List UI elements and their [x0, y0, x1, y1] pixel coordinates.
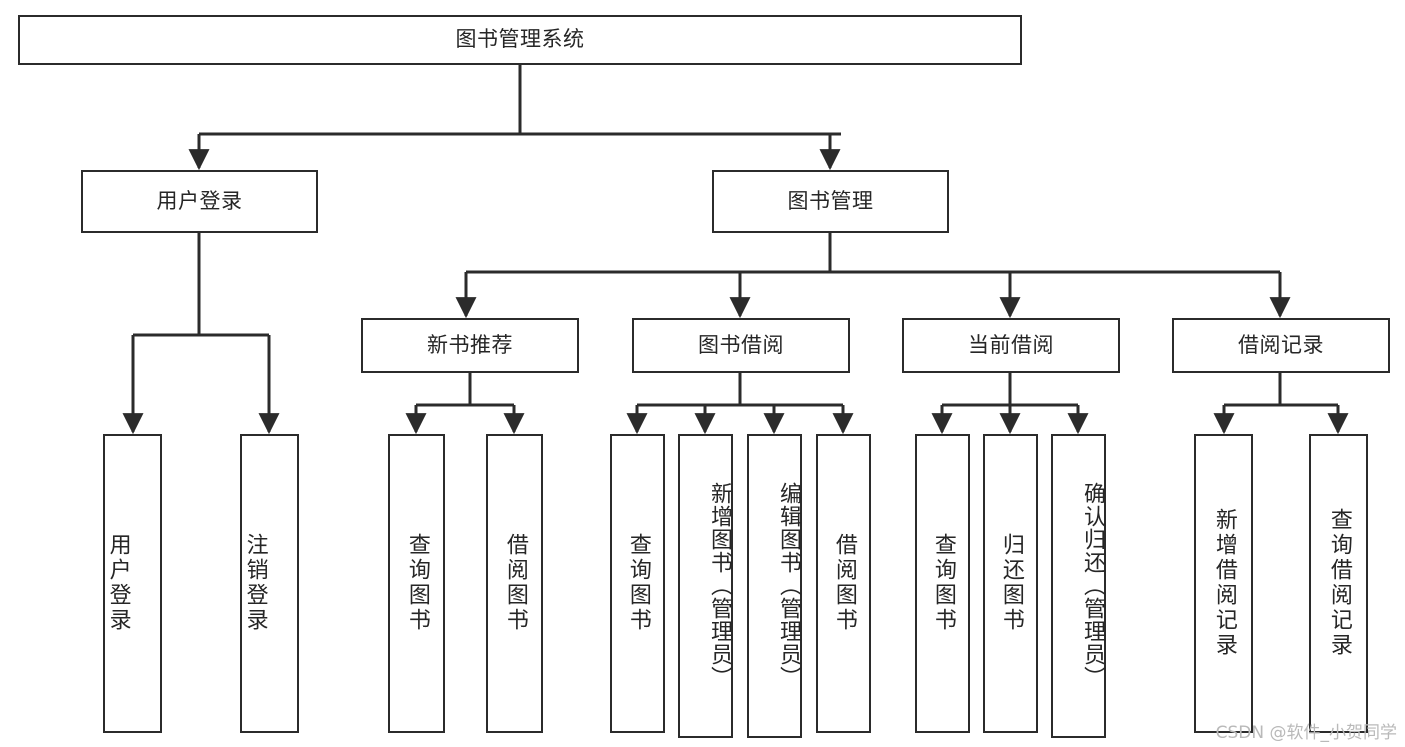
leaf-user-login-logout[interactable]: 注销登录 [240, 434, 299, 733]
node-book-borrow[interactable]: 图书借阅 [632, 318, 850, 373]
leaf-record-query-record[interactable]: 查询借阅记录 [1309, 434, 1368, 733]
leaf-borrow-query-book[interactable]: 查询图书 [610, 434, 665, 733]
node-current-borrow[interactable]: 当前借阅 [902, 318, 1120, 373]
leaf-borrow-borrow-book[interactable]: 借阅图书 [816, 434, 871, 733]
node-user-login[interactable]: 用户登录 [81, 170, 318, 233]
leaf-record-add-record[interactable]: 新增借阅记录 [1194, 434, 1253, 733]
node-book-management[interactable]: 图书管理 [712, 170, 949, 233]
csdn-watermark: CSDN @软件_小贺同学 [1215, 723, 1397, 743]
leaf-recommend-borrow-book[interactable]: 借阅图书 [486, 434, 543, 733]
leaf-user-login-login[interactable]: 用户登录 [103, 434, 162, 733]
node-new-book-recommend[interactable]: 新书推荐 [361, 318, 579, 373]
leaf-current-query-book[interactable]: 查询图书 [915, 434, 970, 733]
node-borrow-record[interactable]: 借阅记录 [1172, 318, 1390, 373]
leaf-borrow-add-book-admin[interactable]: 新增图书（管理员） [678, 434, 733, 738]
node-root[interactable]: 图书管理系统 [18, 15, 1022, 65]
leaf-current-confirm-return-admin[interactable]: 确认归还（管理员） [1051, 434, 1106, 738]
leaf-recommend-query-book[interactable]: 查询图书 [388, 434, 445, 733]
leaf-current-return-book[interactable]: 归还图书 [983, 434, 1038, 733]
leaf-borrow-edit-book-admin[interactable]: 编辑图书（管理员） [747, 434, 802, 738]
